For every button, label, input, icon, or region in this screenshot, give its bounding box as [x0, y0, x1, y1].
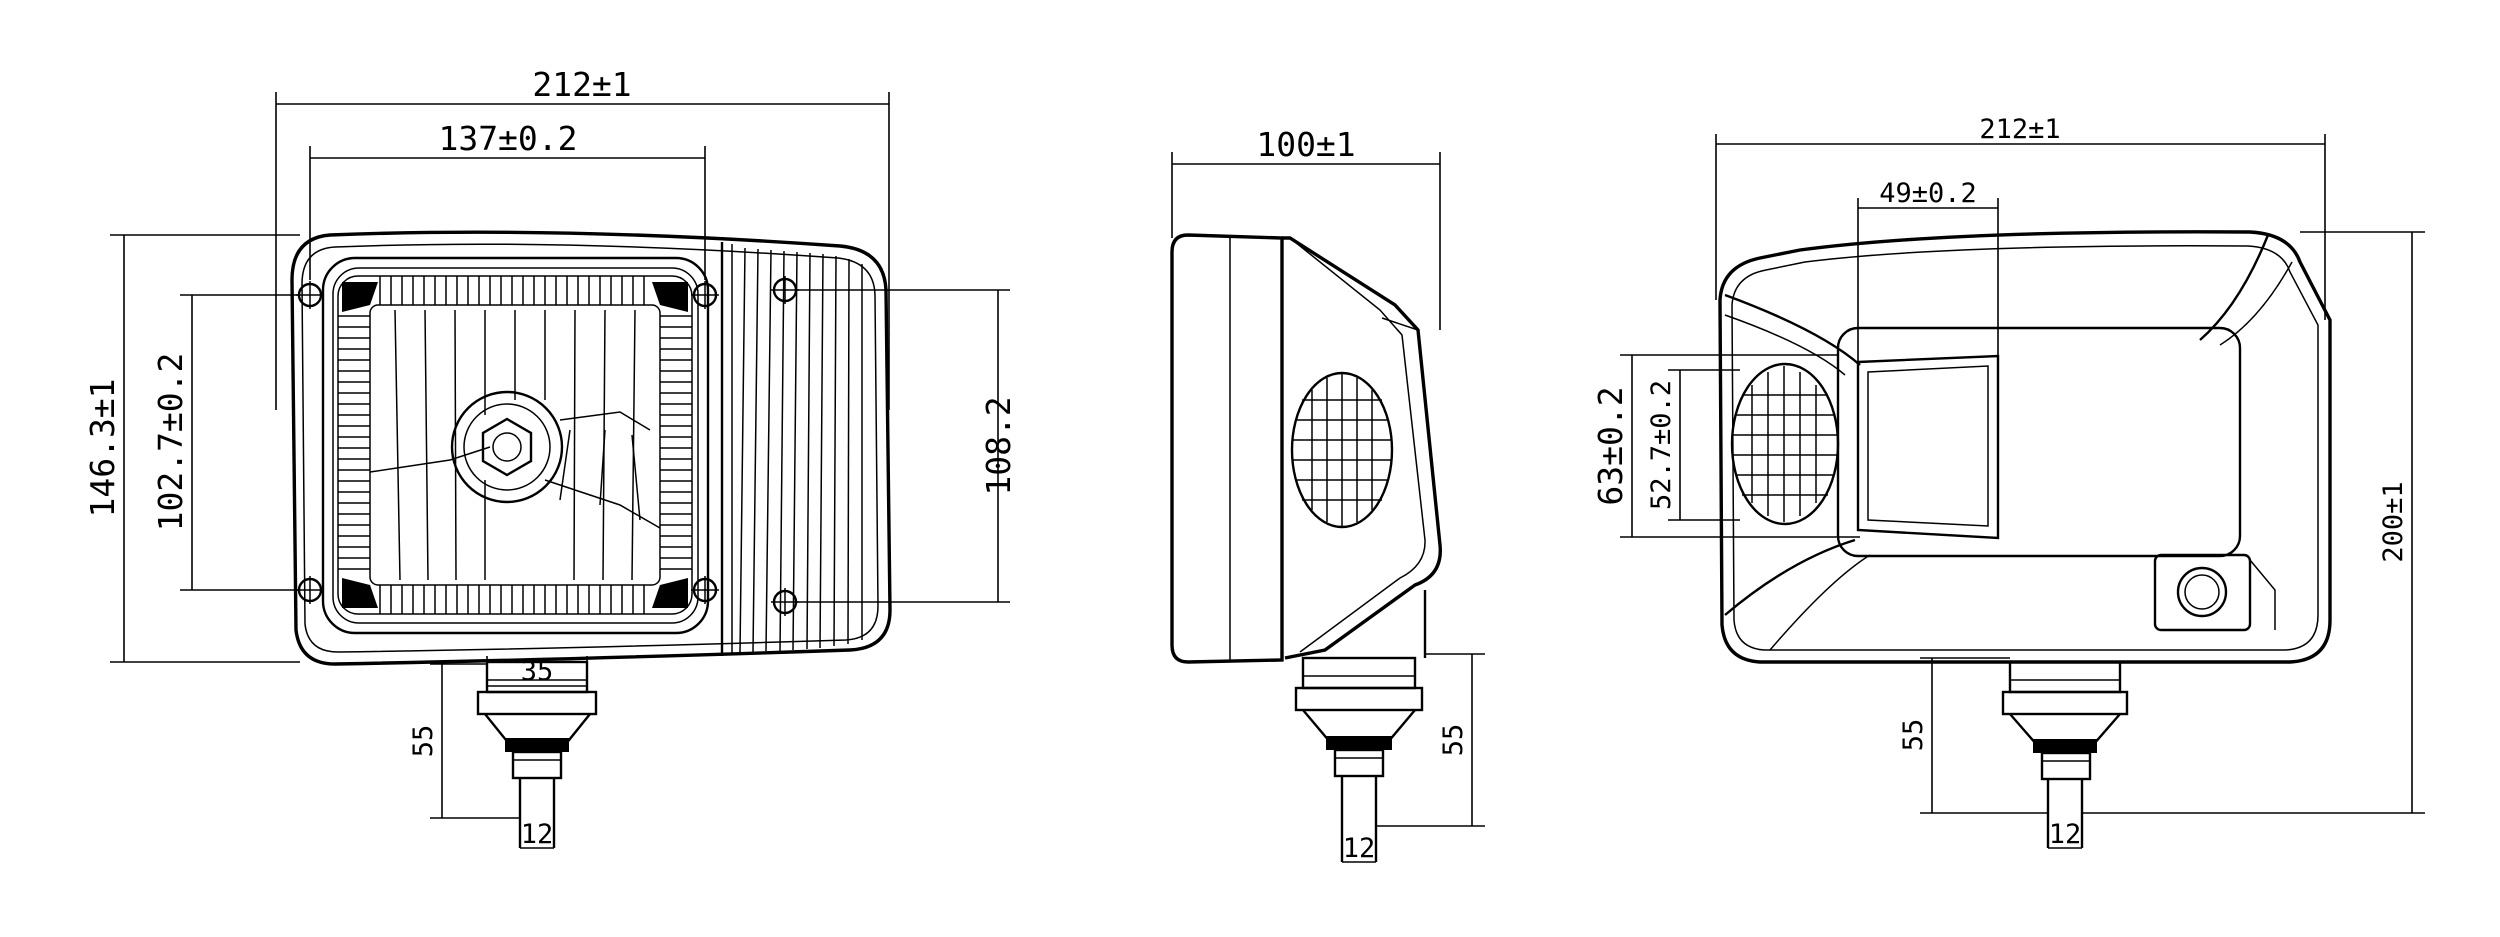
front-dimensions: 212±1 137±0.2 146.3±1 102.7±0.2 108.2 35… [83, 65, 1018, 850]
rear-right-wedge-2 [2219, 261, 2293, 346]
side-front-rim [1170, 233, 1284, 664]
front-bulb-hex [481, 417, 533, 477]
dim-side-depth: 100±1 [1256, 125, 1355, 164]
side-lens-grid [1293, 374, 1391, 526]
front-stem [476, 660, 598, 848]
dim-front-height: 146.3±1 [83, 378, 122, 517]
front-bulb-center [492, 432, 522, 462]
side-dimensions: 100±1 55 12 [1171, 125, 1485, 864]
rear-left-wedge-2 [1724, 314, 1846, 376]
rear-dimensions: 212±1 49±0.2 63±0.2 52.7±0.2 200±1 55 12 [1591, 114, 2425, 850]
rear-housing-outline [1718, 230, 2332, 664]
dim-front-vertical-hole: 102.7±0.2 [151, 353, 190, 532]
side-body-edge [1381, 317, 1419, 331]
front-side-grooves [739, 247, 863, 653]
rear-view [1718, 230, 2332, 848]
rear-lens-grid [1733, 366, 1837, 522]
front-bulb-socket-outer [450, 390, 564, 504]
rear-lens [1730, 362, 1840, 526]
front-reflector-lines [369, 309, 661, 581]
front-lens-frame-inner [332, 267, 699, 624]
dim-rear-bolt: 12 [2049, 819, 2082, 850]
rear-connector-port-outer [2176, 566, 2228, 618]
rear-connector-port-inner [2184, 574, 2220, 610]
dim-rear-lens-inner: 52.7±0.2 [1646, 380, 1677, 510]
dim-side-stem-height: 55 [1438, 724, 1469, 757]
dim-front-width: 212±1 [532, 65, 631, 104]
rear-connector-edge [2249, 559, 2276, 630]
rear-left-wedge [1724, 293, 1861, 366]
dim-rear-width: 212±1 [1979, 114, 2060, 145]
side-body [1282, 236, 1442, 660]
dim-front-right-holes: 108.2 [979, 396, 1018, 495]
rear-window [1856, 354, 2000, 540]
front-housing-inner [301, 243, 879, 653]
dim-front-bolt: 12 [521, 819, 554, 850]
rear-window-inner [1867, 365, 1989, 527]
dim-side-bolt: 12 [1343, 833, 1376, 864]
front-bulb-socket-inner [463, 403, 551, 491]
rear-left-lower [1724, 538, 1856, 616]
front-serration-inner [369, 304, 661, 586]
dim-front-stem-height: 55 [408, 725, 439, 758]
front-lens-frame-outer [321, 256, 710, 635]
rear-connector-box [2153, 553, 2252, 632]
dim-rear-window: 49±0.2 [1879, 178, 1977, 209]
dim-front-stem-width: 35 [521, 656, 554, 687]
dim-front-hole-spacing: 137±0.2 [438, 119, 577, 158]
front-serration-ticks [338, 276, 692, 614]
rear-stem [2001, 660, 2129, 848]
side-view [1170, 233, 1442, 862]
front-view [290, 230, 892, 848]
dim-rear-lens-outer: 63±0.2 [1591, 386, 1630, 505]
dim-rear-total-height: 200±1 [2378, 481, 2409, 562]
rear-left-lower-2 [1769, 554, 1871, 651]
front-corner-wedges [342, 282, 688, 608]
front-serration-band [337, 275, 693, 615]
front-housing-outline [290, 230, 892, 666]
dim-rear-stem-height: 55 [1898, 719, 1929, 752]
side-stem [1294, 590, 1427, 862]
front-mounting-holes [296, 276, 799, 616]
side-lens [1290, 371, 1394, 529]
rear-right-wedge [2199, 234, 2270, 341]
side-body-inner [1289, 237, 1426, 653]
